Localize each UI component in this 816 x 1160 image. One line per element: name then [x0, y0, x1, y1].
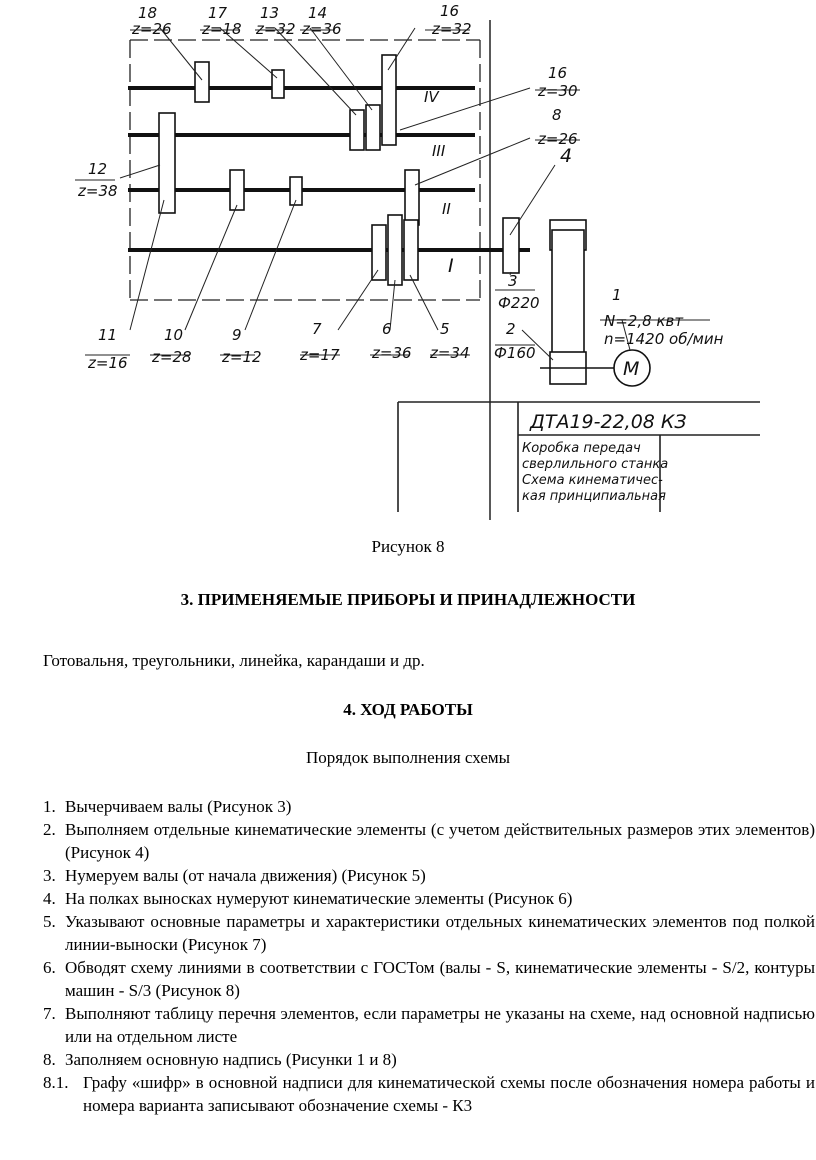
- section-4-heading: 4. ХОД РАБОТЫ: [343, 700, 473, 719]
- step-text: Выполняем отдельные кинематические элеме…: [65, 820, 815, 862]
- label-z16: z=32: [431, 20, 472, 38]
- title-block-line1: Коробка передач: [522, 441, 641, 456]
- label-z13: z=32: [255, 20, 296, 38]
- step-item: 7. Выполняют таблицу перечня элементов, е…: [43, 1002, 815, 1048]
- label-10: 10: [164, 326, 183, 344]
- step-number: 4.: [43, 889, 56, 908]
- step-text: Вычерчиваем валы (Рисунок 3): [65, 797, 292, 816]
- gear-9: [289, 176, 303, 206]
- label-z6: z=36: [371, 344, 412, 362]
- step-number: 2.: [43, 820, 56, 839]
- gear-8: [404, 169, 420, 226]
- pulley-3: [502, 217, 520, 274]
- kinematic-diagram-figure: M: [60, 0, 760, 520]
- motor-symbol: [613, 349, 651, 387]
- gear-17: [271, 69, 285, 99]
- label-z17: z=18: [201, 20, 242, 38]
- shaft-label-ii: II: [442, 200, 451, 218]
- label-z10: z=28: [151, 348, 192, 366]
- step-text: Нумеруем валы (от начала движения) (Рису…: [65, 866, 426, 885]
- label-11: 11: [98, 326, 117, 344]
- step-number: 5.: [43, 912, 56, 931]
- title-block-line2: сверлильного станка: [522, 457, 668, 472]
- procedure-subheading: Порядок выполнения схемы: [305, 748, 511, 767]
- motor-label: M: [623, 358, 639, 380]
- step-item: 6. Обводят схему линиями в соответствии с…: [43, 956, 815, 1002]
- step-text: Выполняют таблицу перечня элементов, есл…: [65, 1004, 815, 1046]
- step-text: Заполняем основную надпись (Рисунки 1 и …: [65, 1050, 397, 1069]
- step-item: 4. На полках выносках нумеруют кинематиче…: [43, 887, 815, 910]
- gear-10: [229, 169, 245, 211]
- label-z7: z=17: [299, 346, 340, 364]
- label-speed: n=1420 об/мин: [604, 330, 724, 348]
- label-3: 3: [508, 272, 518, 290]
- label-z18: z=26: [131, 20, 172, 38]
- label-18: 18: [138, 4, 157, 22]
- label-16: 16: [440, 2, 459, 20]
- step-item: 3. Нумеруем валы (от начала движения) (Ри…: [43, 864, 815, 887]
- label-12: 12: [88, 160, 107, 178]
- label-z8: z=26: [537, 130, 578, 148]
- gear-5: [403, 219, 419, 281]
- label-power: N=2,8 квт: [604, 312, 684, 330]
- label-8: 8: [552, 106, 562, 124]
- label-1: 1: [612, 286, 622, 304]
- label-4: 4: [560, 145, 572, 167]
- label-16b: 16: [548, 64, 567, 82]
- title-block-code: ДТА19-22,08 КЗ: [529, 411, 687, 433]
- label-6: 6: [382, 320, 392, 338]
- step-item: 5. Указывают основные параметры и характе…: [43, 910, 815, 956]
- kinematic-diagram: M: [75, 2, 760, 520]
- step-text: Указывают основные параметры и характери…: [65, 912, 815, 954]
- label-13: 13: [260, 4, 279, 22]
- label-5: 5: [440, 320, 450, 338]
- label-17: 17: [208, 4, 228, 22]
- step-number: 6.: [43, 958, 56, 977]
- step-number: 1.: [43, 797, 56, 816]
- step-text: Обводят схему линиями в соответствии с Г…: [65, 958, 815, 1000]
- step-item: 8. Заполняем основную надпись (Рисунки 1 …: [43, 1048, 815, 1071]
- label-14: 14: [308, 4, 327, 22]
- step-number: 8.1.: [43, 1073, 69, 1092]
- title-block-line3: Схема кинематичес-: [522, 473, 663, 488]
- label-z11: z=16: [87, 354, 128, 372]
- step-text: Графу «шифр» в основной надписи для кине…: [83, 1073, 815, 1115]
- gear-6: [387, 214, 403, 286]
- label-z16b: z=30: [537, 82, 578, 100]
- shaft-label-i: I: [448, 255, 454, 277]
- title-block-line4: кая принципиальная: [522, 489, 666, 504]
- step-item: 8.1. Графу «шифр» в основной надписи для …: [43, 1071, 815, 1117]
- gear-12: [158, 112, 176, 214]
- shaft-label-iii: III: [432, 142, 446, 160]
- label-7: 7: [312, 320, 322, 338]
- label-z12: z=38: [77, 182, 118, 200]
- gear-16: [381, 54, 397, 146]
- label-2: 2: [506, 320, 516, 338]
- label-z5: z=34: [429, 344, 470, 362]
- section-3-heading: 3. ПРИМЕНЯЕМЫЕ ПРИБОРЫ И ПРИНАДЛЕЖНОСТИ: [180, 590, 636, 609]
- label-z14: z=36: [301, 20, 342, 38]
- procedure-steps-list: 1. Вычерчиваем валы (Рисунок 3) 2. Выполня…: [43, 795, 815, 1117]
- step-number: 8.: [43, 1050, 56, 1069]
- gear-7: [371, 224, 387, 281]
- gear-14: [365, 104, 381, 151]
- step-number: 7.: [43, 1004, 56, 1023]
- shaft-label-iv: IV: [424, 88, 440, 106]
- step-text: На полках выносках нумеруют кинематическ…: [65, 889, 573, 908]
- step-number: 3.: [43, 866, 56, 885]
- gear-13: [349, 109, 365, 151]
- label-d3: Ф220: [498, 294, 540, 312]
- tools-text: Готовальня, треугольники, линейка, каран…: [43, 651, 425, 670]
- label-9: 9: [232, 326, 242, 344]
- step-item: 2. Выполняем отдельные кинематические эле…: [43, 818, 815, 864]
- gear-18: [194, 61, 210, 103]
- label-d2: Ф160: [494, 344, 536, 362]
- label-z9: z=12: [221, 348, 262, 366]
- figure-caption: Рисунок 8: [371, 537, 445, 556]
- step-item: 1. Вычерчиваем валы (Рисунок 3): [43, 795, 815, 818]
